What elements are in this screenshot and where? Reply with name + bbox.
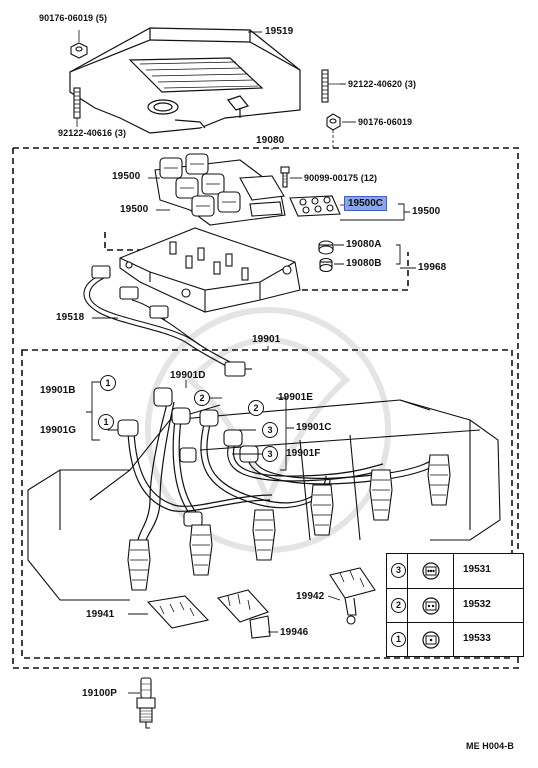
one-pin-connector-icon	[420, 629, 442, 656]
legend-divider	[453, 623, 454, 657]
label-19901f: 19901F	[286, 448, 321, 459]
label-19901e: 19901E	[278, 392, 314, 403]
engine-cover	[69, 27, 301, 134]
legend-divider	[407, 554, 408, 588]
callout-1-lower: 1	[98, 414, 114, 430]
stud-bolt-upper	[321, 69, 346, 103]
legend-divider	[407, 589, 408, 623]
label-19901c: 19901C	[296, 422, 332, 433]
label-19500-middle: 19500	[120, 204, 149, 215]
diagram-code: ME H004-B	[466, 741, 514, 751]
label-19519: 19519	[265, 26, 294, 37]
label-19500-right: 19500	[412, 206, 441, 217]
label-19080: 19080	[256, 135, 285, 146]
label-19901g: 19901G	[40, 425, 77, 436]
label-92122-40620: 92122-40620 (3)	[348, 79, 417, 89]
callout-2-lower: 2	[248, 400, 264, 416]
single-nut	[326, 113, 341, 150]
label-19100p: 19100P	[82, 688, 118, 699]
spark-plug	[136, 677, 156, 729]
label-19518: 19518	[56, 312, 85, 323]
legend-divider	[453, 554, 454, 588]
coil-gasket	[289, 195, 345, 217]
label-19968: 19968	[418, 262, 447, 273]
three-pin-connector-icon	[420, 560, 442, 587]
label-19500-upper: 19500	[112, 171, 141, 182]
legend-part-number: 19533	[463, 633, 491, 644]
legend-number: 1	[391, 632, 406, 647]
legend-divider	[453, 589, 454, 623]
label-19080b: 19080B	[346, 258, 382, 269]
two-pin-connector-icon	[420, 595, 442, 622]
legend-row-1[interactable]: 1 19533	[387, 622, 523, 657]
coil-bracket	[119, 227, 301, 313]
callout-1-upper: 1	[100, 375, 116, 391]
label-90176-06019: 90176-06019	[358, 117, 413, 127]
legend-row-2[interactable]: 2 19532	[387, 588, 523, 623]
label-19941: 19941	[86, 609, 115, 620]
label-19946: 19946	[280, 627, 309, 638]
legend-number: 3	[391, 563, 406, 578]
label-19901b: 19901B	[40, 385, 76, 396]
ignition-coil-assembly	[154, 153, 286, 226]
legend-part-number: 19532	[463, 599, 491, 610]
label-19901: 19901	[252, 334, 281, 345]
cover-nut	[70, 30, 88, 59]
coil-mount-screw	[280, 166, 290, 188]
legend-divider	[407, 623, 408, 657]
bracket-grommets	[318, 240, 334, 273]
stud-bolt-lower	[73, 87, 81, 127]
legend-number: 2	[391, 598, 406, 613]
label-19901d: 19901D	[170, 370, 206, 381]
callout-3-upper: 3	[262, 422, 278, 438]
label-19500c-highlighted[interactable]: 19500C	[344, 196, 388, 211]
label-90176-06019-5: 90176-06019 (5)	[39, 13, 108, 23]
wire-boots-coil-end	[117, 387, 259, 527]
wire-boots-plug-end	[127, 454, 451, 591]
label-92122-40616: 92122-40616 (3)	[58, 128, 127, 138]
connector-legend-table: 3 19531 2	[386, 553, 524, 657]
label-19942: 19942	[296, 591, 325, 602]
callout-2-upper: 2	[194, 390, 210, 406]
legend-row-3[interactable]: 3 19531	[387, 554, 523, 588]
legend-part-number: 19531	[463, 564, 491, 575]
label-19080a: 19080A	[346, 239, 382, 250]
label-90099-00175: 90099-00175 (12)	[304, 173, 378, 183]
wire-clamps	[146, 567, 376, 639]
coil-wire-harness	[83, 265, 252, 377]
callout-3-lower: 3	[262, 446, 278, 462]
